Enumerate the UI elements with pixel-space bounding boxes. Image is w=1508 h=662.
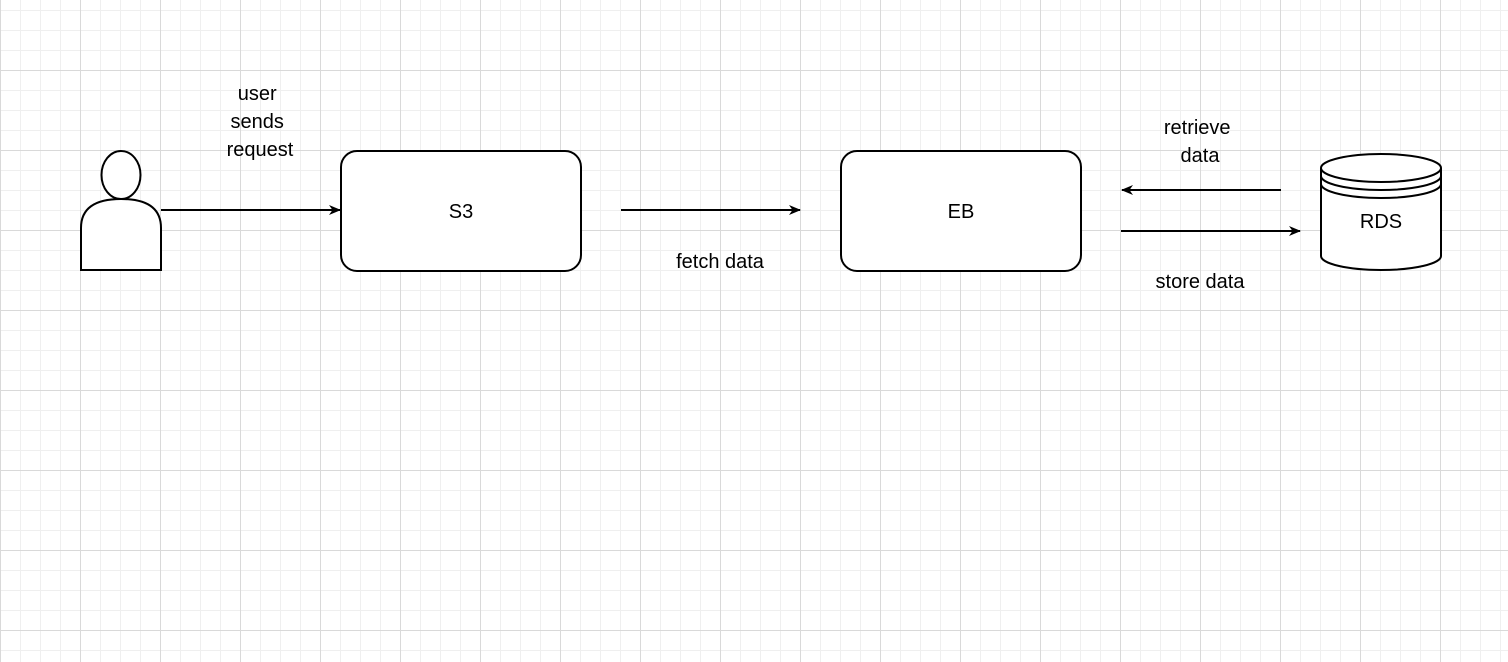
edge-label-rds-to-eb: retrieve data [1164, 117, 1236, 167]
user-actor[interactable] [80, 150, 162, 271]
edge-rds-to-eb[interactable]: retrieve data [1121, 117, 1281, 195]
edge-label-line: user [238, 83, 277, 105]
edge-label-user-to-s3: user sends request [227, 83, 294, 161]
database-icon [1320, 153, 1442, 271]
eb-node[interactable]: EB [840, 150, 1082, 272]
rds-node[interactable]: RDS [1320, 153, 1442, 271]
edge-eb-to-rds[interactable]: store data [1121, 226, 1301, 293]
s3-node[interactable]: S3 [340, 150, 582, 272]
edge-user-to-s3[interactable]: user sends request [161, 83, 341, 215]
eb-label: EB [948, 201, 975, 223]
edge-label-line: request [227, 139, 294, 161]
edge-s3-to-eb[interactable]: fetch data [621, 205, 801, 273]
edge-label-line: data [1181, 145, 1221, 167]
person-icon [80, 150, 162, 271]
edge-label-line: sends [231, 111, 284, 133]
edge-label-eb-to-rds: store data [1156, 271, 1246, 293]
rds-label: RDS [1360, 211, 1402, 233]
edge-label-line: retrieve [1164, 117, 1231, 139]
edge-label-s3-to-eb: fetch data [676, 251, 765, 273]
s3-label: S3 [449, 201, 473, 223]
